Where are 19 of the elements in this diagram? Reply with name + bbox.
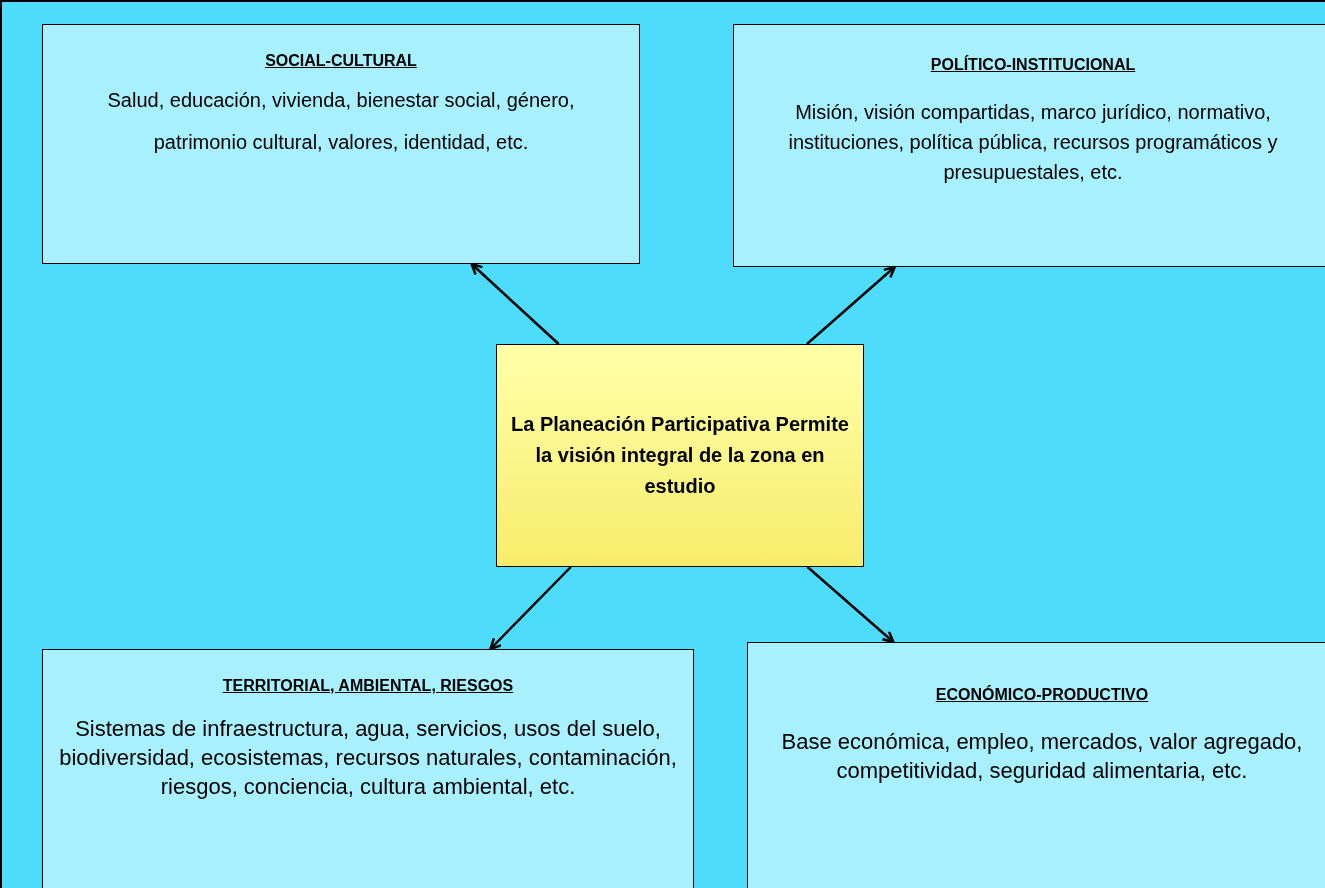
central-box <box>496 344 864 567</box>
topic-description: Misión, visión compartidas, marco jurídico, normativo, instituciones, política pública, recursos programáticos y presupuestales, etc. <box>787 100 1279 185</box>
topic-box <box>42 24 640 264</box>
arrow <box>806 566 895 644</box>
arrow <box>470 262 560 345</box>
topic-box <box>733 24 1325 267</box>
topic-box <box>42 649 694 888</box>
central-text: La Planeación Participativa Permite la visión integral de la zona en estudio <box>510 412 850 499</box>
topic-heading: SOCIAL-CULTURAL <box>265 51 417 71</box>
topic-description: patrimonio cultural, valores, identidad, etc. <box>153 130 529 155</box>
topic-description: Salud, educación, vivienda, bienestar social, género, <box>107 88 575 113</box>
topic-heading: POLÍTICO-INSTITUCIONAL <box>930 54 1136 75</box>
topic-heading: ECONÓMICO-PRODUCTIVO <box>935 684 1149 705</box>
topic-heading: TERRITORIAL, AMBIENTAL, RIESGOS <box>222 676 514 696</box>
topic-description: Sistemas de infraestructura, agua, servicios, usos del suelo, biodiversidad, ecosistemas, recursos naturales, contaminación, riesgos, conciencia, cultura ambiental, etc. <box>58 715 678 801</box>
arrow <box>489 566 572 651</box>
topic-description: Base económica, empleo, mercados, valor agregado, competitividad, seguridad alimentaria, etc. <box>780 728 1304 785</box>
topic-box <box>747 642 1325 888</box>
arrow <box>806 265 896 345</box>
